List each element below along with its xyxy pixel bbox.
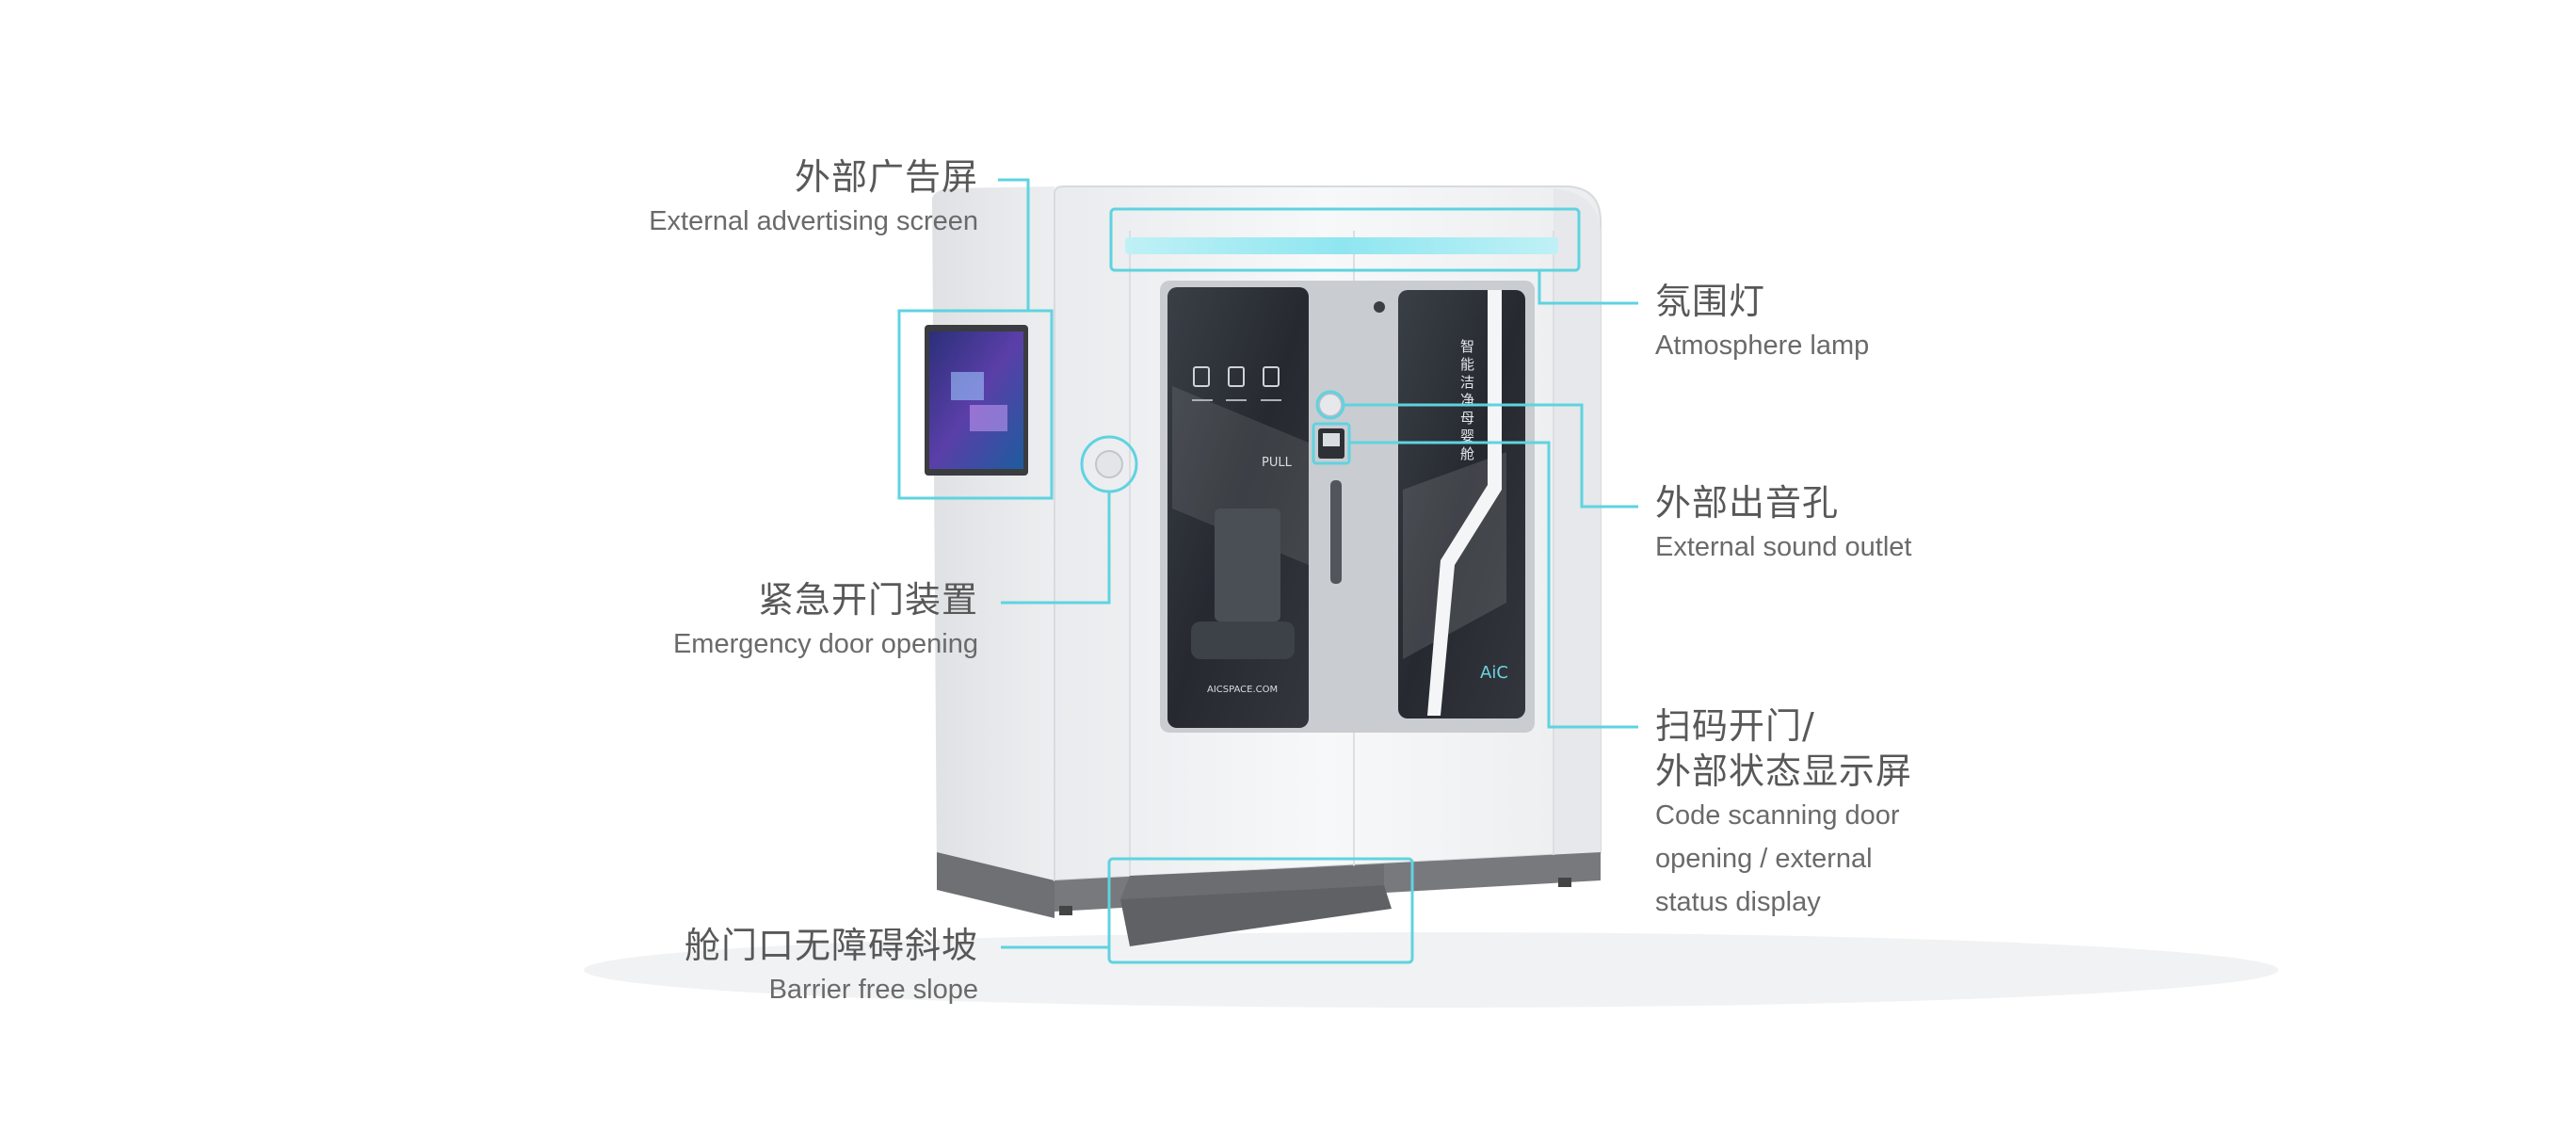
white-stripe-graphic (1427, 290, 1502, 716)
callout-box-lamp (1109, 207, 1581, 272)
emergency-button[interactable] (1095, 450, 1123, 478)
sound-outlet (1318, 393, 1343, 417)
label-lamp: 氛围灯 Atmosphere lamp (1655, 279, 1869, 367)
leader-line-emergency (1001, 492, 1111, 605)
ad-screen-graphic (951, 372, 984, 400)
callout-box-ad-screen (897, 309, 1054, 500)
interior-icon (1193, 366, 1210, 387)
atmosphere-lamp-strip (1125, 237, 1558, 254)
cabin-side-panel (932, 186, 1055, 904)
cabin-side-base (937, 852, 1055, 918)
leader-line-ad-screen (998, 178, 1030, 311)
label-emergency-zh: 紧急开门装置 (757, 579, 978, 621)
vertical-sign: 智能洁净母婴舱 (1458, 338, 1475, 464)
label-sound-zh: 外部出音孔 (1655, 482, 1840, 524)
interior-icon (1228, 366, 1245, 387)
ramp-top (1120, 864, 1384, 899)
cabin-foot-right (1558, 878, 1571, 887)
door-handle[interactable] (1330, 480, 1342, 584)
label-sound-en: External sound outlet (1655, 532, 1912, 562)
label-slope: 舱门口无障碍斜坡 Barrier free slope (684, 923, 978, 1011)
label-slope-zh: 舱门口无障碍斜坡 (684, 925, 978, 966)
floor-shadow (584, 932, 2278, 1008)
label-sound: 外部出音孔 External sound outlet (1655, 480, 1911, 569)
logo-text: AiC (1480, 663, 1508, 683)
scan-qr (1323, 433, 1340, 446)
cabin-right-edge (1554, 188, 1601, 855)
label-lamp-zh: 氛围灯 (1655, 281, 1766, 322)
label-ad-screen: 外部广告屏 External advertising screen (649, 154, 978, 243)
leader-line-scan (1349, 441, 1638, 729)
leader-line-lamp (1538, 270, 1638, 305)
label-scan-en-3: status display (1655, 887, 1821, 917)
label-scan-en-2: opening / external (1655, 844, 1873, 874)
label-scan: 扫码开门/ 外部状态显示屏 Code scanning door opening… (1655, 703, 1912, 924)
cabin-foot-left (1059, 906, 1072, 915)
label-scan-en-1: Code scanning door (1655, 800, 1900, 831)
label-emergency-en: Emergency door opening (672, 629, 978, 659)
door-lock (1374, 301, 1385, 313)
callout-box-slope (1107, 857, 1414, 964)
barrier-free-ramp (1120, 885, 1392, 946)
interior-unit (1215, 508, 1280, 622)
label-lamp-en: Atmosphere lamp (1655, 331, 1870, 361)
label-ad-screen-en: External advertising screen (649, 206, 978, 236)
label-emergency: 紧急开门装置 Emergency door opening (673, 577, 978, 666)
interior-sink (1191, 622, 1295, 659)
leader-line-sound (1344, 403, 1638, 508)
pull-label: PULL (1262, 456, 1293, 470)
interior-icon (1263, 366, 1280, 387)
website-label: AICSPACE.COM (1207, 685, 1278, 695)
label-slope-en: Barrier free slope (768, 975, 978, 1005)
label-scan-zh-2: 外部状态显示屏 (1655, 751, 1913, 792)
ad-screen-graphic (970, 405, 1007, 431)
label-scan-zh-1: 扫码开门/ (1655, 705, 1815, 747)
label-ad-screen-zh: 外部广告屏 (794, 156, 978, 198)
